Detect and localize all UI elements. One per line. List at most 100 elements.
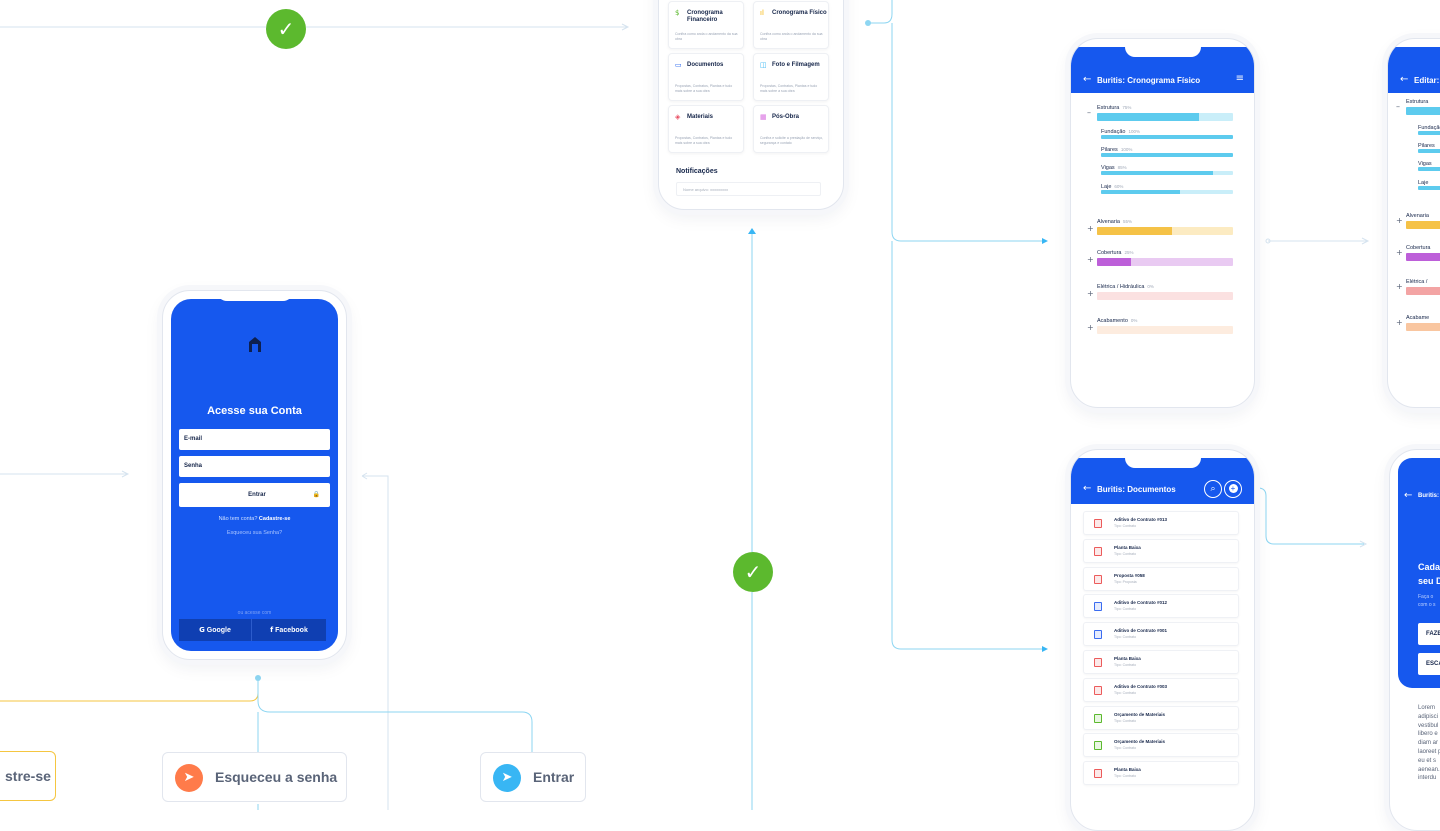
forgot-password-link[interactable]: Esqueceu sua Senha?: [226, 530, 283, 536]
enter-button-label: Entrar: [248, 492, 266, 498]
upload-heading-1: Cada: [1418, 562, 1440, 572]
connector-dash-out: [868, 0, 893, 24]
connector-to-upload: [1240, 487, 1364, 545]
lorem-line: vestibul: [1418, 722, 1439, 729]
back-arrow-icon[interactable]: ←: [1083, 483, 1092, 494]
edit-row-label: Acabame: [1406, 315, 1430, 321]
card-desc: Confira e solicite a prestação de serviç…: [760, 136, 824, 145]
card-title: Materiais: [687, 114, 714, 120]
expand-icon[interactable]: +: [1087, 323, 1094, 332]
expand-icon[interactable]: +: [1396, 318, 1403, 327]
row-pct: 75%: [1122, 105, 1132, 110]
document-name: Planta Baixa: [1114, 767, 1141, 773]
card-desc: Propostas, Contratos, Plantas e tudo mai…: [760, 84, 818, 93]
back-arrow-icon[interactable]: ←: [1083, 74, 1092, 85]
password-field[interactable]: Senha: [179, 456, 330, 477]
node-signup[interactable]: stre-se: [0, 751, 56, 801]
progress-bar: [1101, 135, 1233, 139]
card-title: Cronograma Físico: [772, 10, 827, 16]
progress-bar: [1097, 258, 1233, 266]
lorem-line: interdu: [1418, 775, 1437, 782]
progress-bar: [1406, 221, 1440, 229]
card-documents[interactable]: ▭ Documentos Propostas, Contratos, Plant…: [668, 53, 744, 101]
edit-row-label: Elétrica /: [1406, 279, 1428, 285]
upload-line-1: Faça o: [1418, 594, 1434, 600]
signup-link[interactable]: Cadastre-se: [258, 516, 291, 522]
card-post-construction[interactable]: ▦ Pós-Obra Confira e solicite a prestaçã…: [753, 105, 829, 153]
expand-icon[interactable]: +: [1087, 289, 1094, 298]
arrow-head: [1042, 646, 1048, 652]
notification-item[interactable]: Nome arquivo: xxxxxxxxx: [676, 182, 821, 196]
facebook-label: Facebook: [275, 627, 308, 634]
connector-dot: [1265, 238, 1271, 244]
connector-signup: [0, 678, 259, 702]
upload-button-1[interactable]: FAZE: [1418, 623, 1440, 645]
edit-row-label: Cobertura: [1406, 245, 1431, 251]
file-icon: [1094, 769, 1102, 779]
email-field[interactable]: E-mail: [179, 429, 330, 450]
card-photo-video[interactable]: ◫ Foto e Filmagem Propostas, Contratos, …: [753, 53, 829, 101]
lorem-line: diam ar: [1418, 740, 1439, 747]
google-label: Google: [206, 627, 231, 634]
progress-bar: [1406, 287, 1440, 295]
expand-icon[interactable]: +: [1396, 282, 1403, 291]
card-financial-schedule[interactable]: $ Cronograma Financeiro Confira como and…: [668, 1, 744, 49]
search-icon[interactable]: ⌕: [1204, 480, 1222, 498]
expand-icon[interactable]: +: [1396, 216, 1403, 225]
row-name: Alvenaria: [1097, 219, 1120, 225]
row-name: Estrutura: [1097, 105, 1120, 111]
node-enter-label: Entrar: [533, 769, 575, 785]
collapse-icon[interactable]: –: [1396, 102, 1400, 111]
node-forgot-password[interactable]: ➤ Esqueceu a senha: [162, 752, 347, 802]
enter-button[interactable]: Entrar 🔒: [179, 483, 330, 507]
document-name: Orçamento de Materiais: [1114, 711, 1166, 717]
arrow-head: [1042, 238, 1048, 244]
file-icon: [1094, 685, 1102, 695]
upload-button-2[interactable]: ESCA: [1418, 653, 1440, 675]
progress-bar: [1418, 186, 1440, 190]
arrow-head: [1361, 237, 1370, 245]
login-title: Acesse sua Conta: [207, 405, 302, 417]
row-name: Pilares: [1101, 147, 1118, 153]
file-icon: [1094, 602, 1102, 612]
progress-bar: [1097, 227, 1233, 235]
menu-icon[interactable]: ≡: [1235, 73, 1244, 84]
progress-bar: [1101, 190, 1233, 194]
expand-icon[interactable]: +: [1087, 255, 1094, 264]
node-enter[interactable]: ➤ Entrar: [480, 752, 586, 802]
edit-schedule-screen: ← Editar: C –EstruturaFundaçãoPilaresVig…: [1387, 38, 1440, 408]
card-materials[interactable]: ◈ Materiais Propostas, Contratos, Planta…: [668, 105, 744, 153]
file-icon: [1094, 630, 1102, 640]
collapse-icon[interactable]: –: [1087, 108, 1091, 117]
facebook-button[interactable]: f Facebook: [251, 619, 326, 641]
flow-connectors: [0, 0, 1370, 810]
bar-chart-icon: ıl: [760, 9, 764, 17]
expand-icon[interactable]: +: [1087, 224, 1094, 233]
back-arrow-icon[interactable]: ←: [1404, 490, 1413, 501]
progress-bar: [1406, 253, 1440, 261]
connector-to-schedule: [891, 23, 1044, 242]
google-button[interactable]: G Google: [179, 619, 251, 641]
document-type: Tipo: Contrato: [1114, 635, 1137, 640]
file-icon: [1094, 519, 1102, 528]
expand-icon[interactable]: +: [1396, 248, 1403, 257]
signup-prompt: Não tem conta? Cadastre-se: [171, 516, 338, 522]
check-icon: ✓: [733, 552, 773, 592]
progress-fill: [1101, 153, 1233, 157]
add-icon[interactable]: +: [1224, 480, 1242, 498]
card-physical-schedule[interactable]: ıl Cronograma Físico Confira como anda o…: [753, 1, 829, 49]
back-arrow-icon[interactable]: ←: [1400, 74, 1409, 85]
file-icon: [1094, 713, 1102, 723]
